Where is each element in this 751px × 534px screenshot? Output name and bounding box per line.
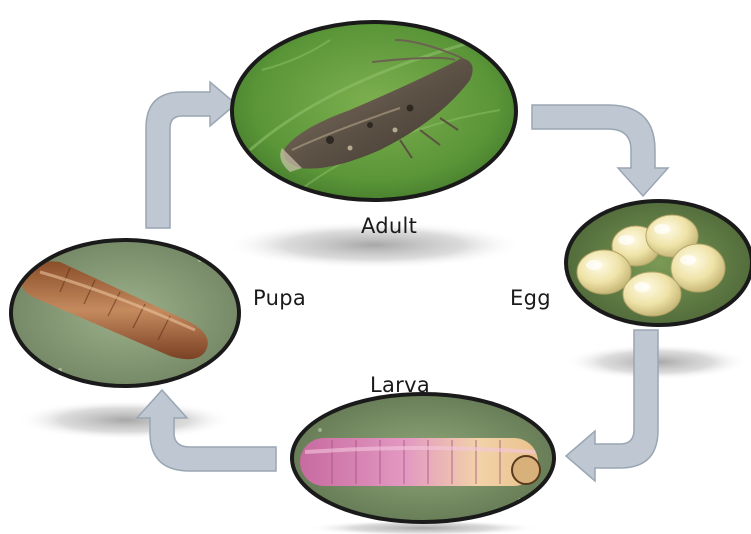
- arrow-pupa-to-adult: [146, 82, 236, 228]
- pupa-label: Pupa: [253, 286, 306, 310]
- egg-photo: [560, 195, 751, 330]
- larva-photo: [290, 392, 558, 524]
- arrow-adult-to-egg: [532, 105, 668, 196]
- egg-label: Egg: [510, 286, 551, 310]
- pupa-photo: [8, 238, 243, 388]
- adult-photo: [230, 20, 520, 205]
- adult-label: Adult: [361, 214, 417, 238]
- larva-label: Larva: [370, 373, 430, 397]
- pupa-shadow: [17, 400, 233, 440]
